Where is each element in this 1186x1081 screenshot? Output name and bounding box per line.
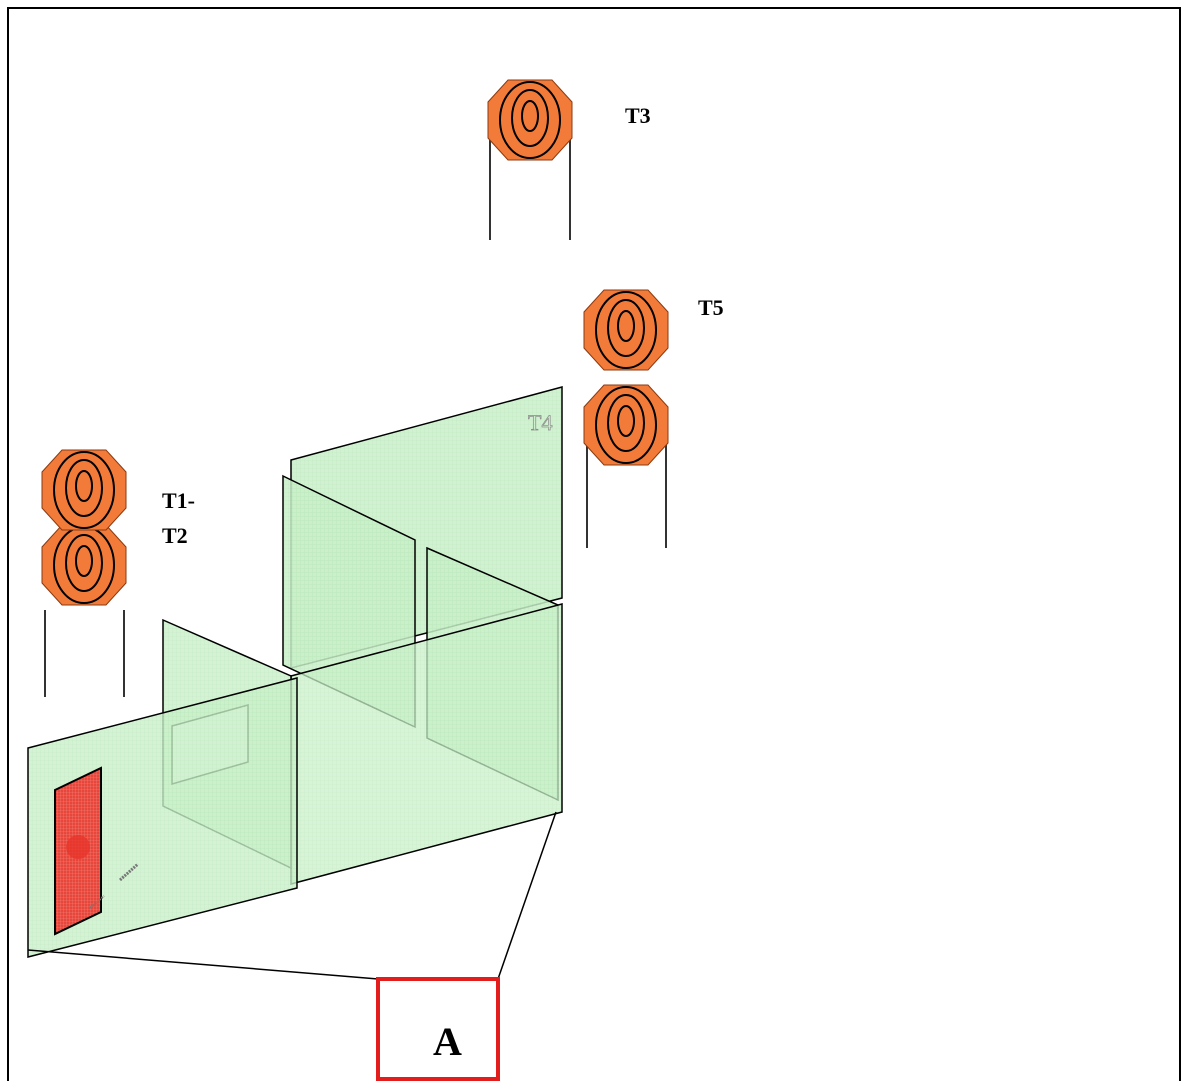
label-t3: T3 xyxy=(625,103,651,128)
target-t5 xyxy=(580,289,672,548)
label-t5: T5 xyxy=(698,295,724,320)
target-t1-t2 xyxy=(38,449,130,697)
target-t3 xyxy=(487,79,573,240)
label-start-box: A xyxy=(433,1019,462,1064)
label-t2: T2 xyxy=(162,523,188,548)
diagram-border xyxy=(7,7,1181,1081)
label-t4: T4 xyxy=(528,410,552,435)
panel-front-left xyxy=(27,677,298,958)
start-lines xyxy=(27,811,557,980)
label-t1: T1- xyxy=(162,488,195,513)
start-box-a xyxy=(376,977,500,1081)
